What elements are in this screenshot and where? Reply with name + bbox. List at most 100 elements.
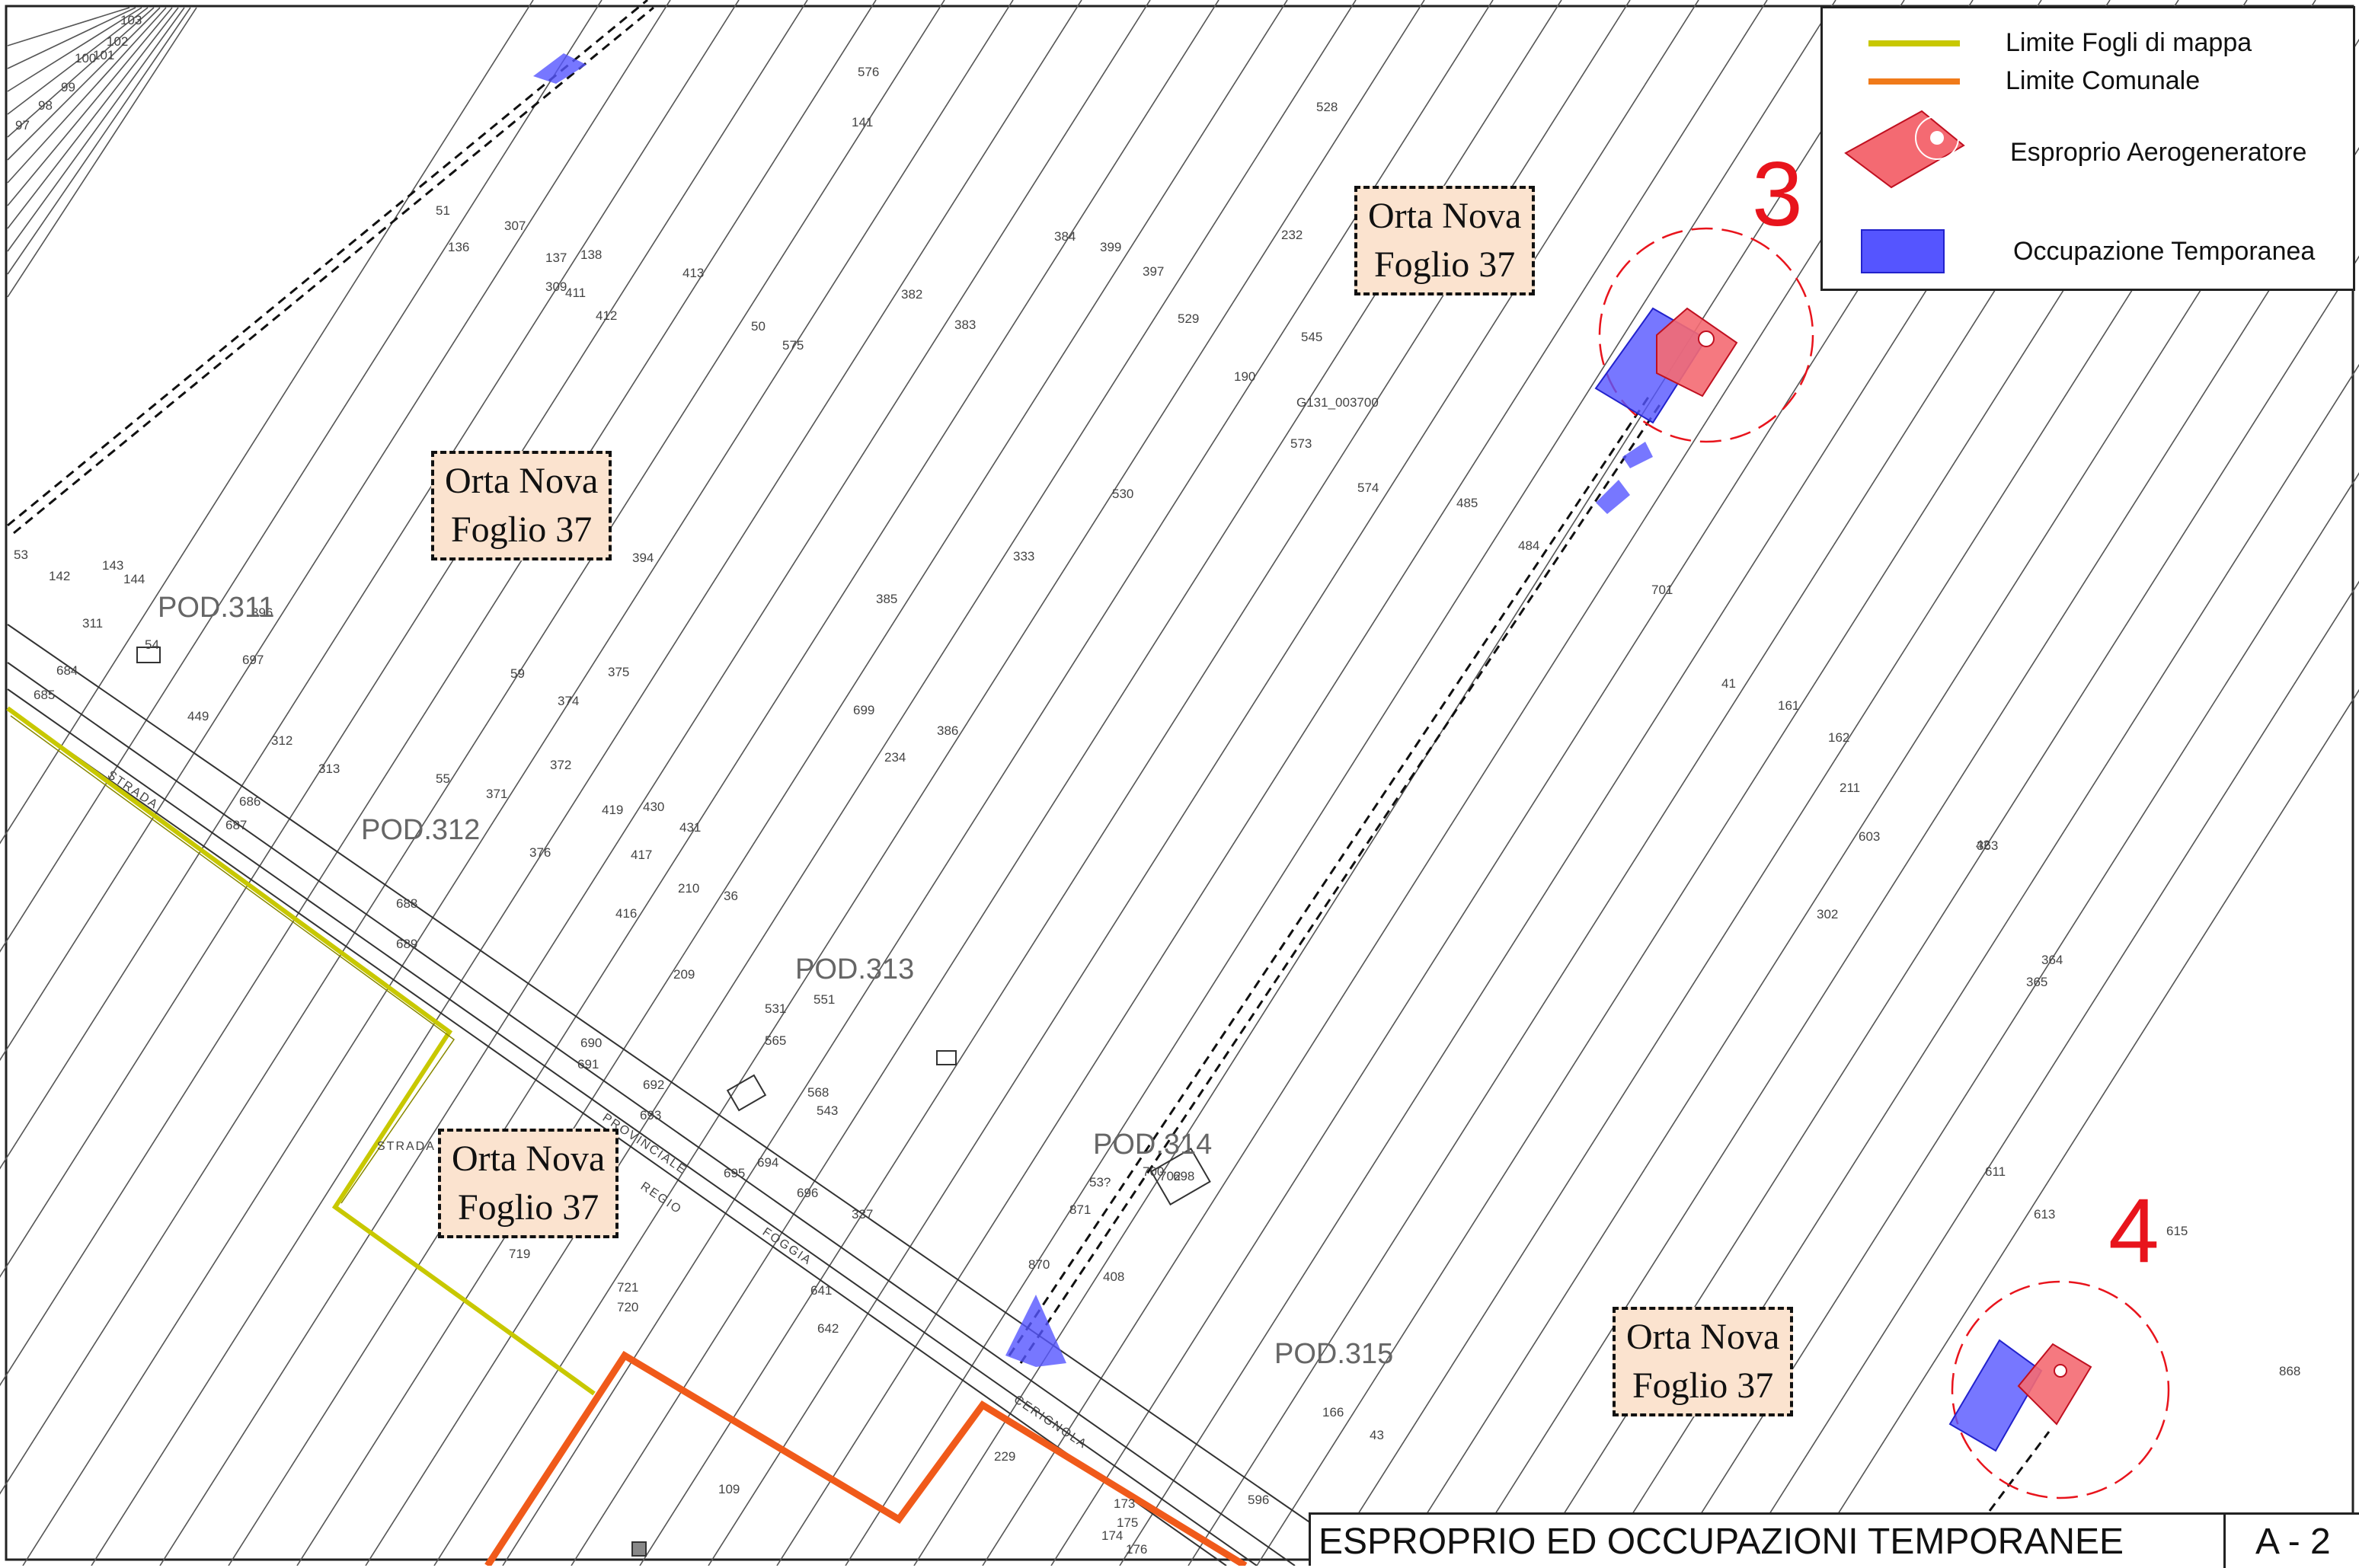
parcel-number: 642 xyxy=(817,1321,839,1336)
parcel-number: 871 xyxy=(1069,1202,1091,1217)
title-block: ESPROPRIO ED OCCUPAZIONI TEMPORANEE A - … xyxy=(1309,1512,2359,1568)
parcel-line xyxy=(7,7,155,138)
parcel-number: 396 xyxy=(251,605,273,620)
parcel-number: 687 xyxy=(225,818,247,832)
parcel-number: 431 xyxy=(679,820,701,835)
parcel-number: 190 xyxy=(1234,369,1255,384)
parcel-number: 137 xyxy=(545,251,567,265)
parcel-number: 364 xyxy=(2041,953,2063,967)
title-separator xyxy=(2223,1515,2226,1568)
parcel-number: 485 xyxy=(1456,496,1478,510)
drawing-code: A - 2 xyxy=(2255,1522,2331,1562)
parcel-number: 419 xyxy=(602,803,623,817)
parcel-line xyxy=(7,7,149,115)
parcel-number: 55 xyxy=(436,771,450,786)
legend-swatch-occupazione xyxy=(1861,229,1945,273)
parcel-line xyxy=(0,0,671,1062)
buildings xyxy=(136,647,1211,1557)
parcel-line xyxy=(228,0,1219,1566)
parcel-number: 54 xyxy=(145,637,159,652)
parcel-number: 371 xyxy=(486,787,507,801)
parcel-number: 311 xyxy=(82,616,103,631)
drawing-title: ESPROPRIO ED OCCUPAZIONI TEMPORANEE xyxy=(1319,1522,2124,1562)
parcel-number: 528 xyxy=(1316,100,1338,114)
parcel-number: 698 xyxy=(1173,1169,1194,1183)
pod-label: POD.314 xyxy=(1093,1129,1212,1161)
parcel-number: 376 xyxy=(529,845,551,860)
legend-label: Esproprio Aerogeneratore xyxy=(2010,138,2307,167)
parcel-number: 411 xyxy=(565,286,586,300)
sheet-label-line2: Foglio 37 xyxy=(1373,244,1516,285)
parcel-line xyxy=(7,7,136,69)
parcel-number: 641 xyxy=(810,1283,832,1298)
pod-label: POD.313 xyxy=(795,953,914,985)
parcel-number: 59 xyxy=(510,666,525,681)
parcel-line xyxy=(7,7,191,275)
parcel-number: 529 xyxy=(1178,311,1199,326)
limite-fogli-line xyxy=(6,706,596,1396)
parcel-number: 685 xyxy=(34,688,55,702)
parcel-number: 176 xyxy=(1126,1542,1147,1557)
parcel-line xyxy=(7,7,197,298)
legend-swatch-line xyxy=(1868,78,1960,85)
parcel-number: 162 xyxy=(1828,730,1849,745)
parcel-number: 596 xyxy=(1248,1493,1269,1507)
parcel-number: 416 xyxy=(615,906,637,921)
parcel-number: 408 xyxy=(1103,1269,1124,1284)
parcel-number: 36 xyxy=(724,889,738,903)
parcel-number: 312 xyxy=(271,733,292,748)
parcel-number: 101 xyxy=(93,48,114,62)
parcel-number: 175 xyxy=(1117,1515,1138,1530)
parcel-line xyxy=(0,0,945,1495)
parcel-number: 701 xyxy=(1651,583,1673,597)
parcel-line xyxy=(7,7,167,184)
parcel-number: 868 xyxy=(2279,1364,2300,1378)
parcel-number: 383 xyxy=(954,318,976,332)
parcel-line xyxy=(1804,688,2359,1566)
parcel-number: 699 xyxy=(853,703,874,717)
legend-swatch-esproprio xyxy=(1844,110,1965,189)
parcel-number: 449 xyxy=(187,709,209,723)
parcel-number: 102 xyxy=(107,34,128,49)
occupazione-area xyxy=(1622,442,1653,468)
pod-label: POD.315 xyxy=(1274,1338,1393,1370)
parcel-number: 576 xyxy=(858,65,879,79)
parcel-number: 232 xyxy=(1281,228,1303,242)
parcel-number: 692 xyxy=(643,1078,664,1092)
parcel-number: 574 xyxy=(1357,481,1379,495)
parcel-number: 309 xyxy=(545,279,567,294)
parcel-number: 365 xyxy=(2026,975,2047,989)
parcel-number: 684 xyxy=(56,663,78,678)
esproprio-area xyxy=(2017,1343,2092,1426)
parcel-number: 109 xyxy=(718,1482,740,1496)
parcel-line xyxy=(776,0,1768,1566)
parcel-number: 565 xyxy=(765,1033,786,1048)
occupazione-area xyxy=(1596,480,1630,514)
turbine-number: 4 xyxy=(2108,1180,2159,1282)
occupazione-area xyxy=(1005,1295,1066,1367)
parcel-line xyxy=(7,7,173,206)
parcel-number: 384 xyxy=(1054,229,1076,244)
parcel-number: 693 xyxy=(640,1108,661,1123)
parcel-number: 700 xyxy=(1143,1164,1164,1179)
parcel-number: 696 xyxy=(797,1186,818,1200)
legend-label: Limite Fogli di mappa xyxy=(2006,28,2252,57)
parcel-line xyxy=(365,0,1357,1566)
limite-comunale-line xyxy=(484,1350,1248,1566)
parcel-number: 399 xyxy=(1100,240,1121,254)
legend-label: Occupazione Temporanea xyxy=(2013,237,2316,266)
parcel-line xyxy=(0,0,740,1170)
parcel-number: 337 xyxy=(852,1207,873,1222)
parcel-line xyxy=(0,0,877,1387)
parcel-line xyxy=(1530,255,2359,1566)
parcel-line xyxy=(502,0,1494,1566)
sheet-label: Orta Nova Foglio 37 xyxy=(1354,186,1536,295)
parcel-line xyxy=(982,0,1974,1566)
parcel-line xyxy=(7,7,179,229)
parcel-number: 417 xyxy=(631,848,652,862)
parcel-number: 719 xyxy=(509,1247,530,1261)
parcel-number: 97 xyxy=(15,118,30,133)
parcel-number: 50 xyxy=(751,319,766,334)
parcel-number: 613 xyxy=(2034,1207,2055,1222)
parcel-number: 43 xyxy=(1370,1428,1384,1442)
